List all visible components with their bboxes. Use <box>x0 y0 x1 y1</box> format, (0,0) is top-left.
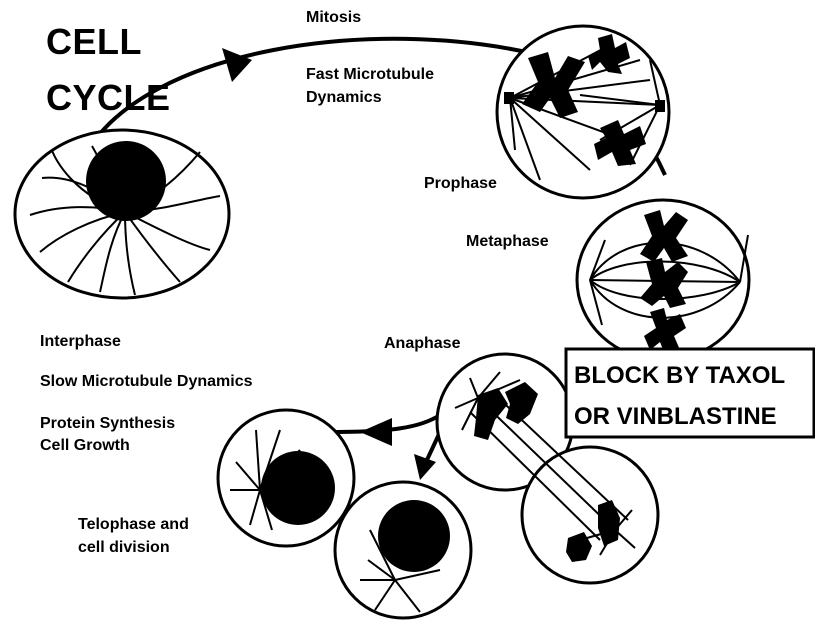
arrow-daughter-icon <box>414 454 436 480</box>
label-fast-line1: Fast Microtubule <box>306 66 434 84</box>
label-mitosis: Mitosis <box>306 9 361 27</box>
label-protein-synthesis: Protein Synthesis <box>40 415 175 433</box>
block-box-line2: OR VINBLASTINE <box>574 403 777 431</box>
title-line-2: CYCLE <box>46 78 171 118</box>
telophase-cell-1 <box>218 410 354 546</box>
arrow-mitosis-icon <box>222 48 252 82</box>
label-metaphase: Metaphase <box>466 233 549 251</box>
cycle-loop-left <box>25 300 40 380</box>
interphase-cell <box>15 130 229 298</box>
block-box-line1: BLOCK BY TAXOL <box>574 362 785 390</box>
label-telophase-line2: cell division <box>78 539 170 557</box>
metaphase-cell <box>577 200 749 360</box>
title-line-1: CELL <box>46 22 142 62</box>
label-telophase-line1: Telophase and <box>78 516 189 534</box>
label-cell-growth: Cell Growth <box>40 437 130 455</box>
label-prophase: Prophase <box>424 175 497 193</box>
telophase-cell-2 <box>335 482 471 618</box>
label-fast-line2: Dynamics <box>306 89 382 107</box>
label-interphase: Interphase <box>40 333 121 351</box>
label-anaphase: Anaphase <box>384 335 460 353</box>
prophase-cell <box>497 26 669 198</box>
arrow-telophase-icon <box>360 418 392 446</box>
label-slow-dynamics: Slow Microtubule Dynamics <box>40 373 252 391</box>
